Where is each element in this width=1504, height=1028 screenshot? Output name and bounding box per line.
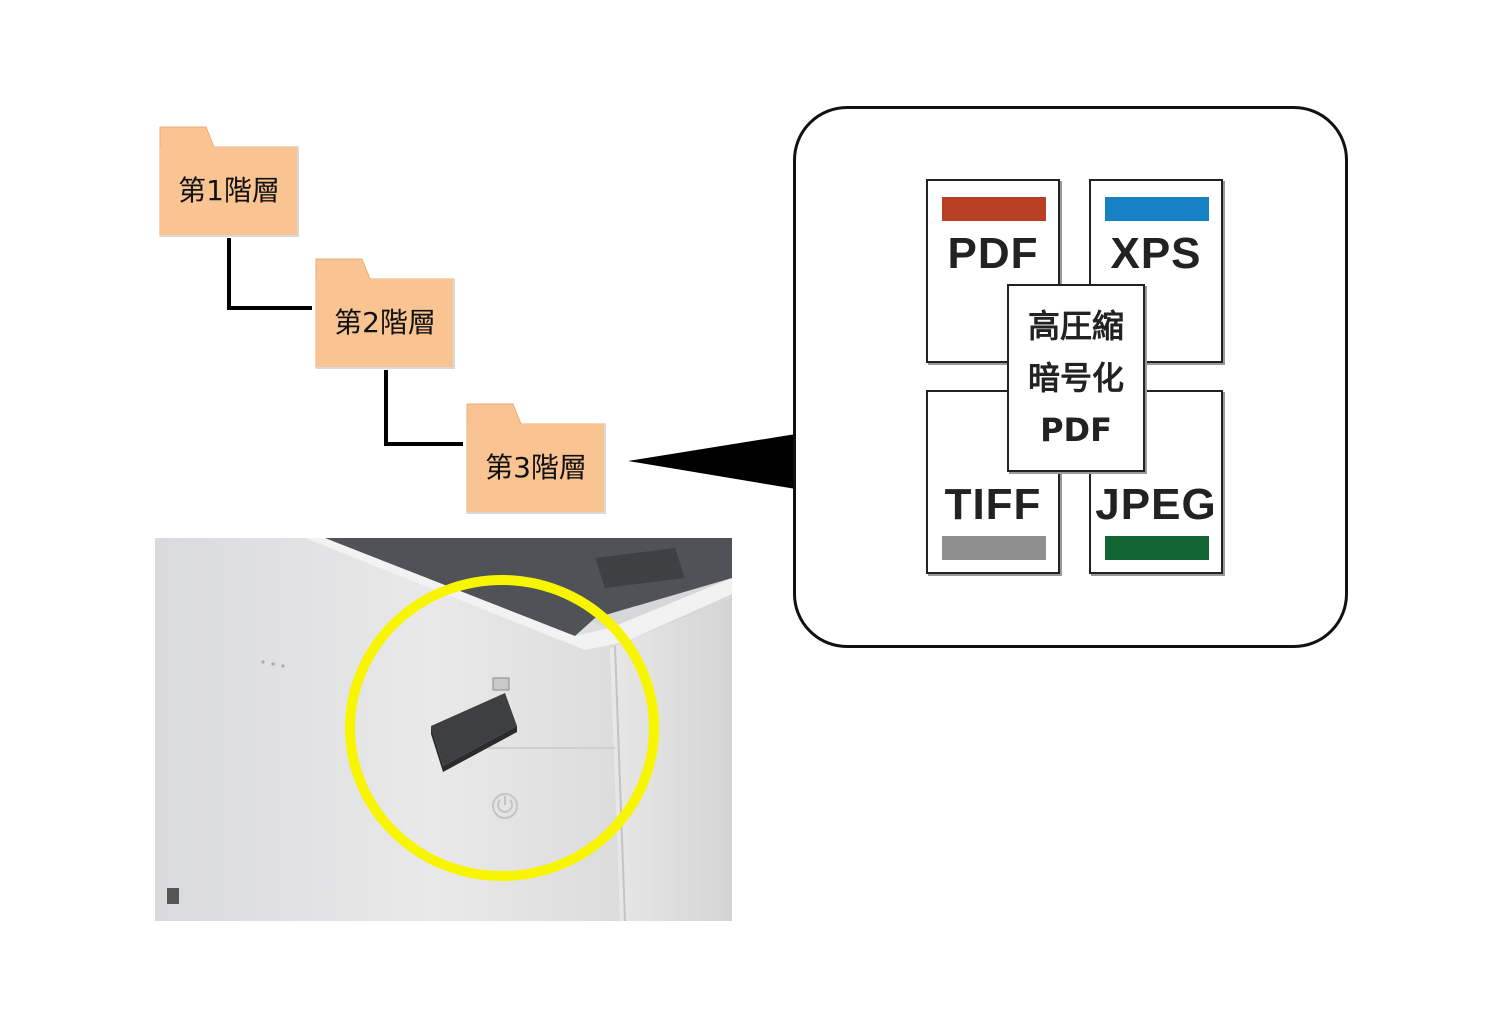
- power-button-icon: [492, 793, 518, 819]
- printer-illustration: [155, 538, 732, 921]
- folder-level-2: 第2階層: [312, 255, 458, 370]
- printer-usb-photo: [155, 538, 732, 921]
- format-pdf-card: PDF: [926, 179, 1060, 363]
- center-card-line: PDF: [1040, 411, 1112, 449]
- format-label: PDF: [947, 229, 1039, 278]
- folder-level-1: 第1階層: [156, 123, 302, 238]
- format-label: JPEG: [1095, 480, 1217, 529]
- connector-1-2: [227, 238, 312, 310]
- folder-icon: [315, 258, 455, 369]
- folder-label: 第2階層: [334, 306, 436, 339]
- format-label: TIFF: [944, 480, 1042, 529]
- center-card-line: 高圧縮: [1027, 307, 1124, 345]
- highlight-circle: [345, 575, 659, 881]
- format-color-bar: [1105, 197, 1209, 221]
- connector-2-3: [384, 370, 463, 446]
- compressed-encrypted-pdf-card: 高圧縮 暗号化 PDF: [1007, 284, 1145, 472]
- folder-label: 第1階層: [178, 174, 280, 207]
- center-card-line: 暗号化: [1027, 359, 1124, 397]
- format-callout: PDF XPS TIFF JPEG 高圧縮 暗号化 PDF: [793, 106, 1348, 648]
- folder-level-3: 第3階層: [463, 400, 609, 515]
- folder-icon: [466, 403, 606, 514]
- format-xps-card: XPS: [1089, 179, 1223, 363]
- folder-label: 第3階層: [485, 451, 587, 484]
- format-label: XPS: [1110, 229, 1202, 278]
- folder-icon: [159, 126, 299, 237]
- format-color-bar: [942, 197, 1046, 221]
- callout-pointer: [628, 434, 796, 489]
- format-color-bar: [1105, 536, 1209, 560]
- usb-drive-icon: [431, 677, 517, 772]
- format-color-bar: [942, 536, 1046, 560]
